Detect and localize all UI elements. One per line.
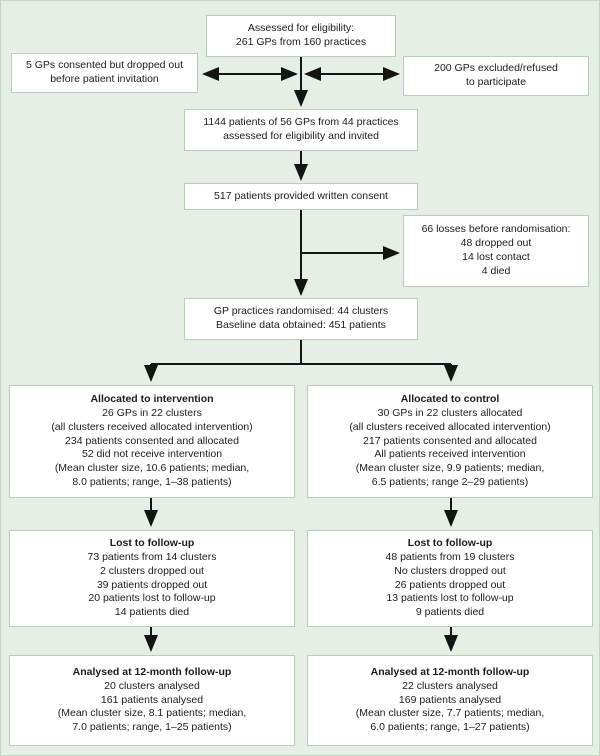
text-line: 39 patients dropped out — [96, 578, 208, 591]
box-header: Lost to follow-up — [407, 536, 493, 549]
box-allocated-intervention: Allocated to intervention 26 GPs in 22 c… — [9, 385, 295, 498]
text-line: 2 clusters dropped out — [100, 564, 204, 577]
text-line: 200 GPs excluded/refused — [434, 62, 558, 75]
text-line: to participate — [465, 76, 527, 88]
box-patients-invited: 1144 patients of 56 GPs from 44 practice… — [184, 109, 418, 151]
text-line: No clusters dropped out — [394, 564, 506, 577]
text-line: 161 patients analysed — [100, 693, 204, 706]
box-gps-dropped-out: 5 GPs consented but dropped out before p… — [11, 53, 198, 93]
box-lost-followup-intervention: Lost to follow-up 73 patients from 14 cl… — [9, 530, 295, 627]
text-line: Assessed for eligibility: — [247, 22, 355, 35]
text-line: 234 patients consented and allocated — [65, 434, 239, 447]
box-assessed-eligibility: Assessed for eligibility: 261 GPs from 1… — [206, 15, 396, 57]
text-line: Baseline data obtained: 451 patients — [216, 319, 386, 331]
text-line: 8.0 patients; range, 1–38 patients) — [72, 476, 232, 489]
text-line: 14 patients died — [114, 606, 190, 619]
text-line: 48 dropped out — [460, 237, 532, 250]
text-line: 26 GPs in 22 clusters — [102, 406, 202, 419]
text-line: 14 lost contact — [462, 251, 530, 263]
text-line: 22 clusters analysed — [402, 679, 498, 692]
text-line: 20 patients lost to follow-up — [88, 592, 216, 605]
box-header: Analysed at 12-month follow-up — [72, 665, 232, 678]
text-line: 169 patients analysed — [398, 693, 502, 706]
box-header: Analysed at 12-month follow-up — [370, 665, 530, 678]
text-line: 20 clusters analysed — [104, 679, 200, 692]
text-line: 6.0 patients; range, 1–27 patients) — [370, 721, 530, 734]
text-line: 13 patients lost to follow-up — [386, 592, 514, 605]
text-line: before patient invitation — [50, 73, 159, 85]
text-line: 4 died — [481, 264, 511, 277]
box-header: Allocated to control — [400, 392, 500, 405]
text-line: 73 patients from 14 clusters — [87, 550, 217, 563]
box-losses-before-randomisation: 66 losses before randomisation: 48 dropp… — [403, 215, 589, 287]
text-line: (all clusters received allocated interve… — [51, 420, 253, 433]
box-lost-followup-control: Lost to follow-up 48 patients from 19 cl… — [307, 530, 593, 627]
text-line: 517 patients provided written consent — [214, 189, 388, 202]
text-line: 5 GPs consented but dropped out — [25, 59, 184, 72]
box-allocated-control: Allocated to control 30 GPs in 22 cluste… — [307, 385, 593, 498]
text-line: 261 GPs from 160 practices — [235, 36, 367, 48]
text-line: 6.5 patients; range 2–29 patients) — [371, 476, 529, 489]
text-line: GP practices randomised: 44 clusters — [213, 305, 389, 318]
box-analysed-intervention: Analysed at 12-month follow-up 20 cluste… — [9, 655, 295, 746]
text-line: (all clusters received allocated interve… — [349, 420, 551, 433]
text-line: 9 patients died — [415, 606, 485, 619]
text-line: 52 did not receive intervention — [81, 448, 223, 461]
text-line: All patients received intervention — [374, 448, 526, 461]
box-written-consent: 517 patients provided written consent — [184, 183, 418, 210]
text-line: (Mean cluster size, 10.6 patients; media… — [54, 462, 250, 475]
text-line: (Mean cluster size, 8.1 patients; median… — [57, 707, 247, 720]
box-header: Lost to follow-up — [109, 536, 195, 549]
text-line: (Mean cluster size, 7.7 patients; median… — [355, 707, 545, 720]
box-analysed-control: Analysed at 12-month follow-up 22 cluste… — [307, 655, 593, 746]
text-line: 7.0 patients; range, 1–25 patients) — [72, 721, 232, 734]
text-line: 48 patients from 19 clusters — [385, 550, 515, 563]
text-line: 66 losses before randomisation: — [421, 223, 571, 236]
box-header: Allocated to intervention — [90, 392, 214, 405]
text-line: 1144 patients of 56 GPs from 44 practice… — [203, 116, 399, 129]
text-line: (Mean cluster size, 9.9 patients; median… — [355, 462, 545, 475]
text-line: assessed for eligibility and invited — [223, 130, 379, 142]
text-line: 30 GPs in 22 clusters allocated — [377, 406, 523, 419]
text-line: 217 patients consented and allocated — [363, 434, 537, 447]
box-practices-randomised: GP practices randomised: 44 clusters Bas… — [184, 298, 418, 340]
text-line: 26 patients dropped out — [394, 578, 506, 591]
box-gps-excluded: 200 GPs excluded/refused to participate — [403, 56, 589, 96]
